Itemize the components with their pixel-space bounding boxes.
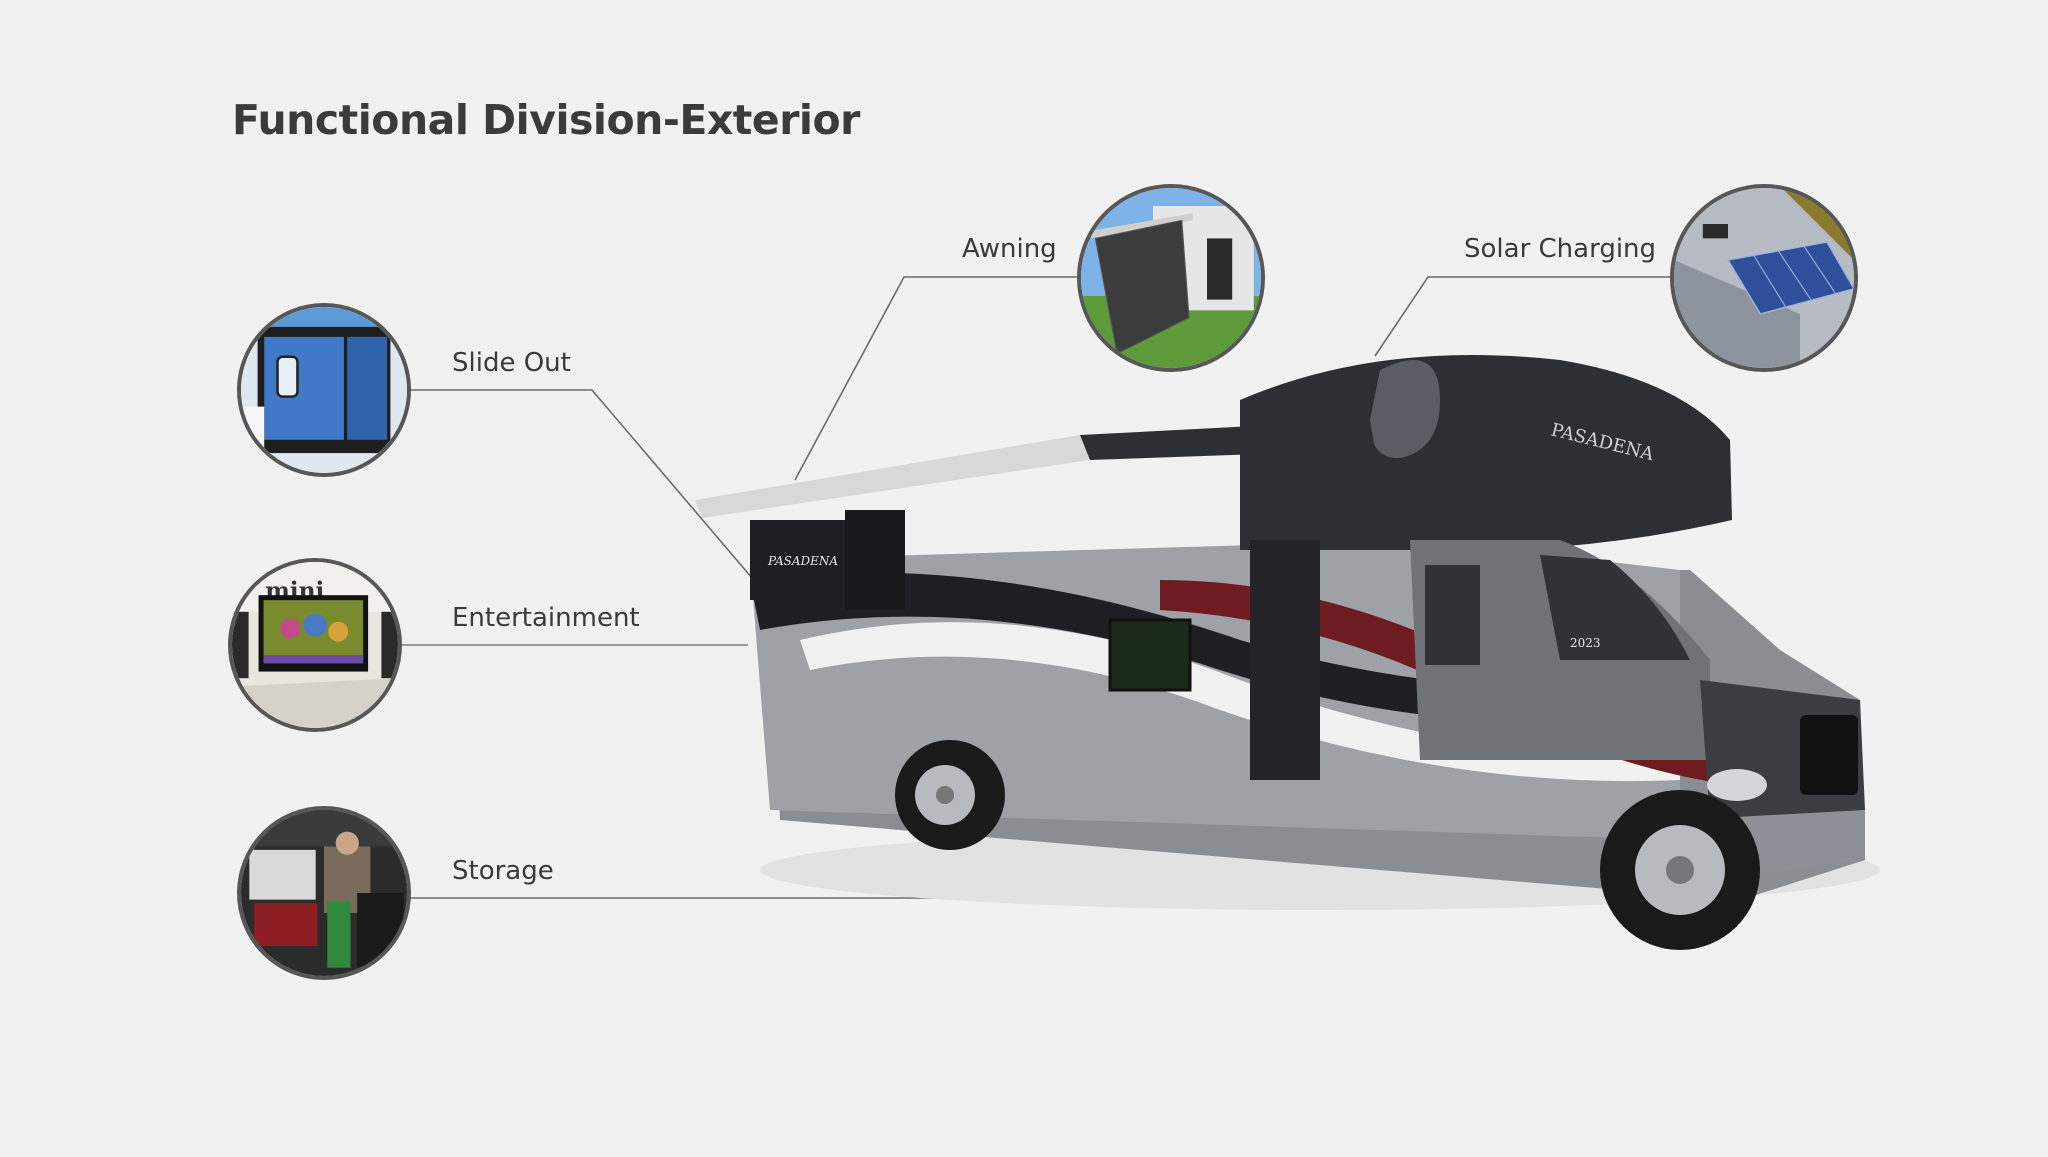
rv-awning — [695, 435, 1090, 518]
slide-out-leader — [410, 389, 753, 579]
slide-out-label: Slide Out — [452, 348, 571, 378]
solar-charging-label: Solar Charging — [1464, 234, 1657, 264]
entertainment-photo: mini — [228, 558, 402, 732]
solar-leader — [1374, 276, 1670, 357]
slide-out-photo — [237, 303, 411, 477]
page-title: Functional Division-Exterior — [232, 96, 860, 144]
awning-leader — [794, 276, 1078, 481]
entertainment-label: Entertainment — [452, 603, 640, 633]
rv-windshield-decal: 2023 — [1570, 636, 1601, 650]
rv-illustration: PASADENA 2023 PASADENA — [695, 355, 1880, 950]
awning-photo — [1077, 184, 1265, 372]
rv-cab-over — [1240, 355, 1732, 551]
rv-side-decal: PASADENA — [767, 554, 838, 568]
storage-label: Storage — [452, 856, 554, 886]
storage-photo — [237, 806, 411, 980]
solar-charging-photo — [1670, 184, 1858, 372]
rv-rear-wheel — [895, 740, 1005, 850]
awning-label: Awning — [962, 234, 1057, 264]
rv-front-wheel — [1600, 790, 1760, 950]
